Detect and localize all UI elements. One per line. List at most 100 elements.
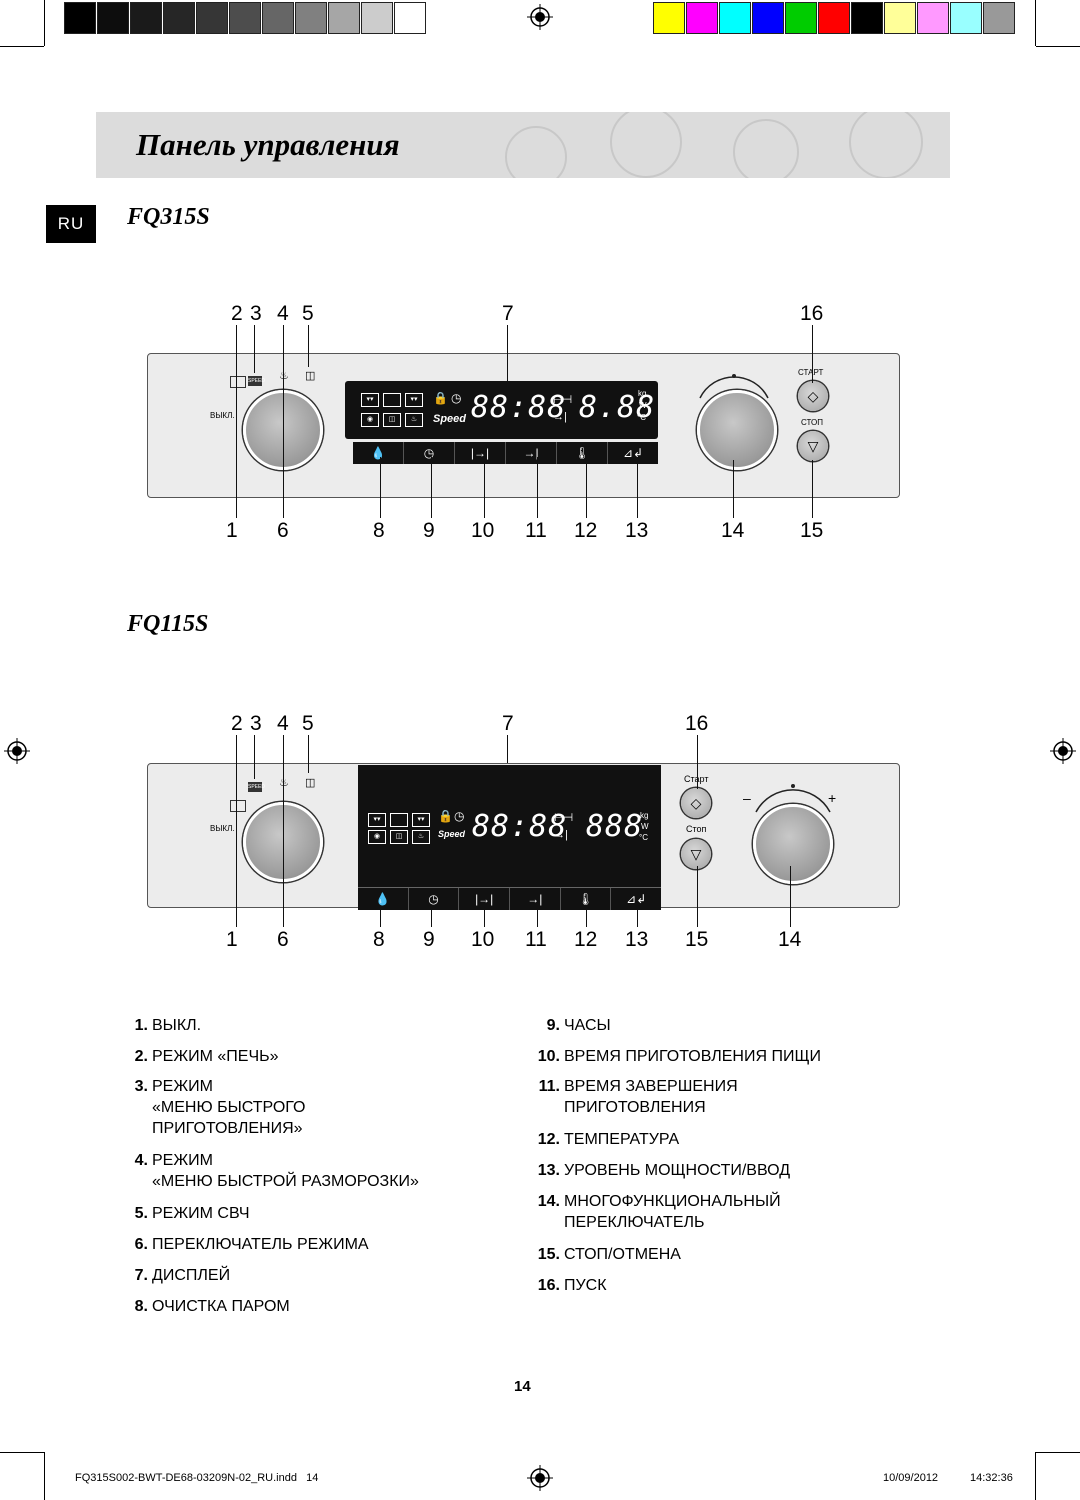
gray-swatch [328,2,360,34]
leader-line [812,460,813,518]
start-label: Старт [684,774,708,784]
color-swatch [950,2,982,34]
page-number: 14 [514,1378,531,1395]
clock-display-icon: ◷ [451,391,462,405]
language-badge: RU [46,205,96,243]
leader-line [507,735,508,763]
clock-button[interactable]: ◷ [407,888,459,910]
legend-item: 8.ОЧИСТКА ПАРОМ [124,1296,290,1317]
unit-w: W [641,822,649,831]
legend-number: 11. [538,1078,560,1095]
clock-button[interactable]: ◷ [403,442,454,464]
gray-swatch [97,2,129,34]
speed-mode-icon: SPEED [248,376,265,386]
stop-button[interactable]: ▽ [798,431,828,461]
callout-number: 1 [226,928,238,951]
start-button[interactable]: ◇ [681,788,711,818]
crop-mark [44,1452,45,1500]
legend-item: 16.ПУСК [536,1275,607,1296]
steam-clean-button[interactable]: 💧 [370,446,386,460]
footer-time: 14:32:36 [970,1472,1013,1484]
callout-number: 16 [800,302,824,325]
mode-icon: ▾▾ [412,812,430,827]
callout-number: 3 [250,712,262,735]
color-swatch [917,2,949,34]
dial-arc-icon [755,784,831,813]
leader-line [790,866,791,927]
color-swatch [719,2,751,34]
legend-item: 13.УРОВЕНЬ МОЩНОСТИ/ВВОД [536,1160,790,1181]
gray-swatch [130,2,162,34]
value-digits: 888 [586,809,644,844]
speed-label: Speed [438,829,466,839]
crop-mark [1036,1452,1080,1453]
leader-line [308,325,309,367]
dial-arc-icon [699,374,769,399]
legend-item: 10.ВРЕМЯ ПРИГОТОВЛЕНИЯ ПИЩИ [536,1046,821,1067]
start-button[interactable]: ◇ [798,381,828,411]
legend-number: 1. [134,1017,148,1034]
crop-mark [1036,46,1080,47]
unit-c: °C [637,413,646,422]
color-swatch [818,2,850,34]
gray-swatch [394,2,426,34]
display-panel: ▾▾▾▾ ◉◫♨ 🔒 ◷ Speed 88:88 ⊢⊣ →| 888 kg W … [358,765,661,910]
leader-line [431,907,432,927]
power-enter-button[interactable]: ⊿↲ [607,442,658,464]
dial-plus: + [828,790,837,806]
off-label: ВЫКЛ. [210,411,235,420]
end-time-button[interactable]: →| [509,888,560,910]
legend-text: ПРИГОТОВЛЕНИЯ [564,1099,706,1116]
leader-line [733,460,734,518]
legend-item: 9.ЧАСЫ [536,1015,611,1036]
legend-text: УРОВЕНЬ МОЩНОСТИ/ВВОД [564,1162,791,1179]
leader-line [380,907,381,927]
mode-icon [383,392,401,407]
off-indicator [230,800,246,812]
callout-number: 4 [277,302,289,325]
power-enter-button[interactable]: ⊿↲ [610,888,661,910]
leader-line [431,457,432,518]
temperature-button[interactable]: 🌡 [556,442,607,464]
model-name: FQ315S [127,204,210,230]
time-digits: 88:88 [471,390,567,425]
callout-number: 5 [302,712,314,735]
mode-icon: ◉ [361,412,379,427]
cook-time-button[interactable]: |→| [454,442,505,464]
leader-line [812,325,813,383]
color-swatch [983,2,1015,34]
callout-number: 6 [277,928,289,951]
leader-line [283,325,284,518]
legend-text: РЕЖИМ [152,1152,213,1169]
legend-text: ВЫКЛ. [152,1017,202,1034]
stop-button[interactable]: ▽ [681,839,711,869]
legend-number: 14. [537,1193,560,1210]
mode-icon: ▾▾ [368,812,386,827]
legend-number: 2. [134,1048,148,1065]
callout-number: 10 [471,928,495,951]
legend-text: СТОП/ОТМЕНА [564,1246,681,1263]
legend-text: ДИСПЛЕЙ [152,1267,231,1284]
end-time-button[interactable]: →| [505,442,556,464]
temperature-button[interactable]: 🌡 [559,888,611,910]
lock-icon: 🔒 [438,809,453,823]
callout-number: 7 [502,302,514,325]
end-time-indicator-icon: →| [554,829,568,841]
cook-time-indicator-icon: ⊢⊣ [554,812,574,824]
callout-number: 5 [302,302,314,325]
steam-clean-button[interactable]: 💧 [375,892,391,906]
footer-date: 10/09/2012 [883,1472,939,1484]
crop-mark [0,1452,44,1453]
legend-number: 9. [546,1017,560,1034]
multifunction-dial[interactable] [697,390,777,470]
leader-line [637,457,638,518]
unit-kg: kg [640,811,649,820]
registration-mark-icon [527,4,553,30]
legend-number: 6. [134,1236,148,1253]
color-swatch [851,2,883,34]
speed-label: Speed [433,413,467,425]
legend-number: 3. [134,1078,148,1095]
cook-time-button[interactable]: |→| [458,888,509,910]
multifunction-dial[interactable] [753,804,833,884]
